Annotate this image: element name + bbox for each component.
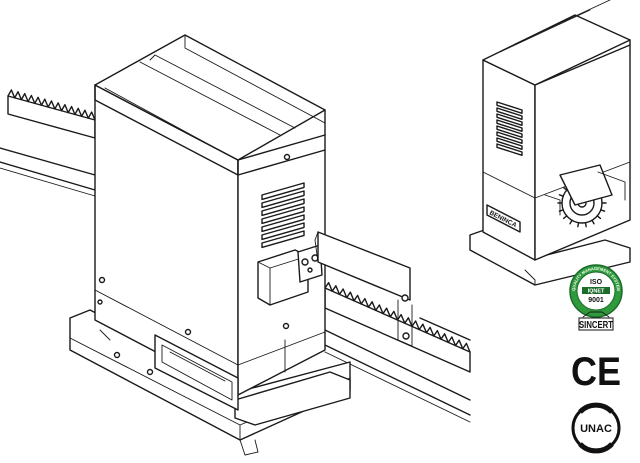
vent-slat [261, 230, 305, 249]
gear-tooth [600, 209, 606, 212]
sincert-logo: SINCERT [578, 311, 614, 331]
gear-tooth [558, 194, 564, 197]
iso-9001-badge: QUALITY MANAGEMENT SYSTEM ISO IQNET 9001 [569, 264, 623, 318]
limit-bracket [314, 231, 413, 347]
vent-slat [496, 125, 523, 138]
motor-small-illustration: BENINCA [469, 0, 631, 286]
vent-slat [261, 198, 305, 217]
gear-tooth [584, 221, 587, 228]
drive-gear [544, 164, 626, 228]
sincert-label: SINCERT [579, 320, 613, 331]
vent-slat [496, 113, 523, 126]
vent-slat [496, 143, 523, 156]
gear-tooth [591, 219, 595, 225]
vent-slat [261, 206, 305, 225]
vent-slat [496, 101, 523, 114]
vent-slat [496, 107, 523, 120]
gear-rack-left [7, 89, 96, 139]
vent-slat [261, 214, 305, 233]
iso-label: ISO [590, 279, 603, 286]
vent-louvers [261, 182, 305, 249]
vent-slat [496, 119, 523, 132]
vent-louvers-small [496, 101, 523, 156]
gear-tooth [569, 219, 573, 225]
vent-slat [261, 190, 305, 209]
motor-large-illustration [0, 34, 471, 456]
gear-rack-right [324, 281, 471, 373]
vent-slat [496, 131, 523, 144]
unac-label: UNAC [580, 423, 612, 435]
motor-housing [94, 34, 326, 411]
gear-tooth [596, 215, 602, 220]
ce-label: CE [571, 350, 621, 394]
vent-slat [261, 182, 305, 201]
gear-tooth [562, 186, 568, 191]
ce-mark: CE [571, 350, 621, 394]
limit-switch-box [257, 244, 323, 306]
unac-logo: UNAC [571, 402, 621, 454]
vent-slat [496, 137, 523, 150]
vent-slat [261, 222, 305, 241]
iso-mark-text: IQNET [588, 289, 605, 295]
gear-tooth [577, 221, 580, 228]
gear-tooth [562, 215, 568, 220]
iso-number: 9001 [588, 297, 604, 304]
